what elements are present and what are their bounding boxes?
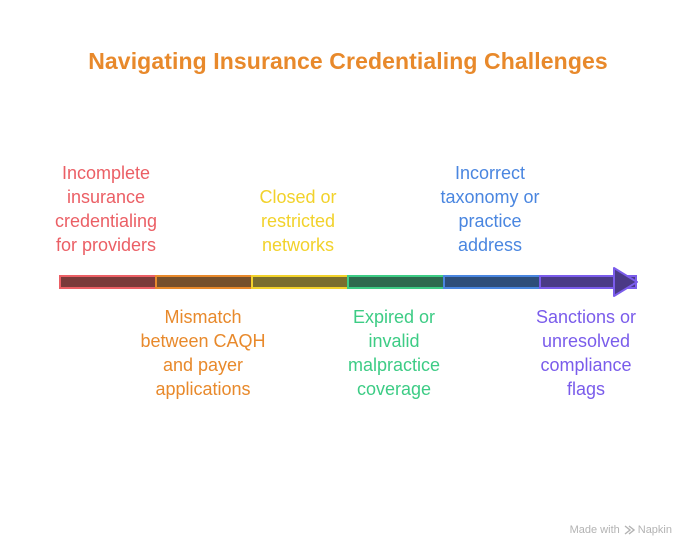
challenge-label-incorrect-taxonomy: Incorrect taxonomy or practice address <box>440 163 540 255</box>
made-with-footer: Made with Napkin <box>570 524 672 536</box>
timeline-segment-4 <box>347 275 445 289</box>
napkin-brand-text: Napkin <box>637 524 672 536</box>
challenge-label-caqh-mismatch: Mismatch between CAQH and payer applicat… <box>140 307 266 399</box>
arrow-head <box>613 267 638 297</box>
challenge-label-sanctions: Sanctions or unresolved compliance flags <box>535 307 637 399</box>
challenge-label-incomplete-credentialing: Incomplete insurance credentialing for p… <box>54 163 158 255</box>
napkin-logo-icon <box>624 525 635 535</box>
diagram-title: Navigating Insurance Credentialing Chall… <box>88 48 608 74</box>
timeline-segment-1 <box>59 275 157 289</box>
challenge-label-expired-malpractice: Expired or invalid malpractice coverage <box>347 307 441 399</box>
timeline-segment-2 <box>155 275 253 289</box>
timeline-segment-5 <box>443 275 541 289</box>
challenge-label-closed-networks: Closed or restricted networks <box>259 187 337 255</box>
made-with-text: Made with <box>569 524 620 536</box>
timeline-segment-3 <box>251 275 349 289</box>
